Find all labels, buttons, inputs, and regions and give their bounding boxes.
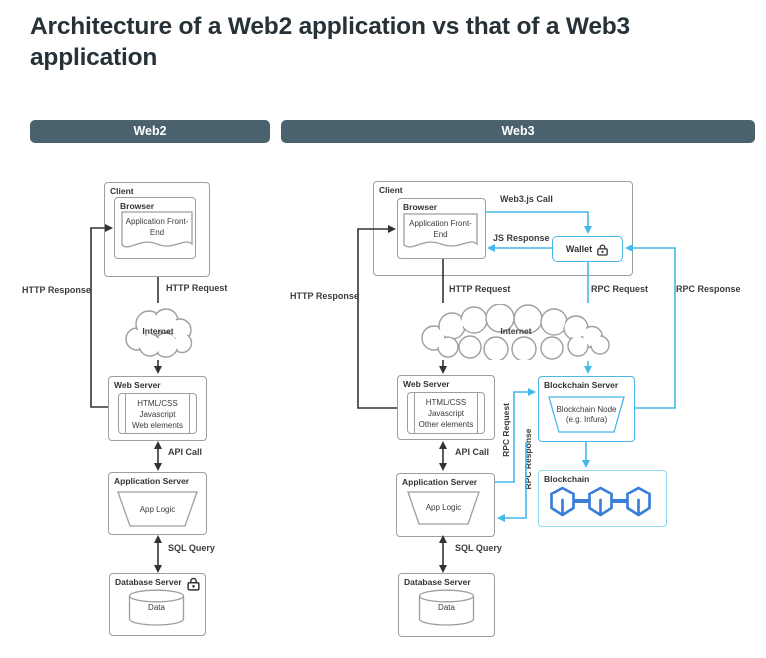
- web2-http-response-label: HTTP Response: [22, 285, 91, 295]
- web3-applogic-label: App Logic: [425, 503, 462, 512]
- web2-frontend-document-shape: [121, 211, 193, 248]
- web3-blockchain-node-trapezoid: [548, 396, 625, 433]
- web2-internet-cloud: [125, 308, 193, 358]
- blockchain-cubes-icon: [550, 486, 651, 517]
- web3-dbserver-label: Database Server: [404, 577, 471, 587]
- web3-applogic-trapezoid: [407, 491, 480, 525]
- web3-internet-cloud: [421, 304, 610, 360]
- web3-api-call-label: API Call: [455, 447, 490, 457]
- web2-webserver-component: [118, 393, 197, 434]
- lock-icon: [597, 244, 608, 256]
- web2-appserver-label: Application Server: [114, 476, 190, 486]
- web3-http-request-label: HTTP Request: [449, 284, 511, 294]
- web3-blockchain-label: Blockchain: [544, 474, 590, 484]
- web3-rpc-request-vertical-label: RPC Request: [501, 403, 511, 457]
- web3-blockchain-node-label: Blockchain Node (e.g. Infura): [556, 405, 617, 424]
- web3-webserver-contents: HTML/CSS Javascript Other elements: [418, 398, 474, 429]
- web3-data-cylinder: [418, 589, 475, 626]
- web3-appserver-label: Application Server: [402, 477, 478, 487]
- web2-data-label: Data: [148, 603, 165, 612]
- web2-header-bar: Web2: [30, 120, 270, 143]
- lock-icon: [187, 577, 200, 591]
- web2-client-label: Client: [110, 186, 134, 196]
- component-left-line: [414, 393, 415, 433]
- web2-applogic-label: App Logic: [139, 505, 176, 514]
- component-left-line: [125, 394, 126, 433]
- web3-frontend-label: Application Front-End: [409, 219, 472, 239]
- web3-web3js-call-label: Web3.js Call: [500, 194, 553, 204]
- web2-dbserver-label: Database Server: [115, 577, 182, 587]
- web2-frontend-label: Application Front-End: [125, 217, 189, 237]
- web2-sql-query-label: SQL Query: [168, 543, 215, 553]
- web3-http-response-label: HTTP Response: [290, 291, 359, 301]
- web3-wallet-label: Wallet: [565, 244, 593, 254]
- page-title: Architecture of a Web2 application vs th…: [30, 13, 630, 71]
- web2-data-cylinder: [128, 589, 185, 626]
- web2-webserver-contents: HTML/CSS Javascript Web elements: [132, 399, 183, 430]
- web2-applogic-trapezoid: [117, 491, 198, 527]
- web3-header-bar: Web3: [281, 120, 755, 143]
- web2-api-call-label: API Call: [168, 447, 203, 457]
- web3-client-label: Client: [379, 185, 403, 195]
- web3-webserver-label: Web Server: [403, 379, 450, 389]
- web3-webserver-component: [407, 392, 485, 434]
- component-right-line: [477, 393, 478, 433]
- web3-browser-label: Browser: [403, 202, 438, 212]
- web2-browser-label: Browser: [120, 201, 155, 211]
- web3-blockchain-server-label: Blockchain Server: [544, 380, 619, 390]
- web3-rpc-response-vertical-label: RPC Response: [523, 428, 533, 490]
- web3-rpc-request-label: RPC Request: [591, 284, 649, 294]
- web3-internet-label: Internet: [500, 326, 532, 336]
- web3-sql-query-label: SQL Query: [455, 543, 502, 553]
- web2-internet-label: Internet: [142, 326, 174, 336]
- web3-js-response-label: JS Response: [493, 233, 550, 243]
- component-right-line: [189, 394, 190, 433]
- web3-wallet-box: Wallet: [552, 236, 623, 262]
- web3-frontend-document-shape: [403, 213, 478, 248]
- web3-rpc-response-label: RPC Response: [676, 284, 741, 294]
- web3-data-label: Data: [438, 603, 455, 612]
- web2-http-request-label: HTTP Request: [166, 283, 228, 293]
- web2-webserver-label: Web Server: [114, 380, 161, 390]
